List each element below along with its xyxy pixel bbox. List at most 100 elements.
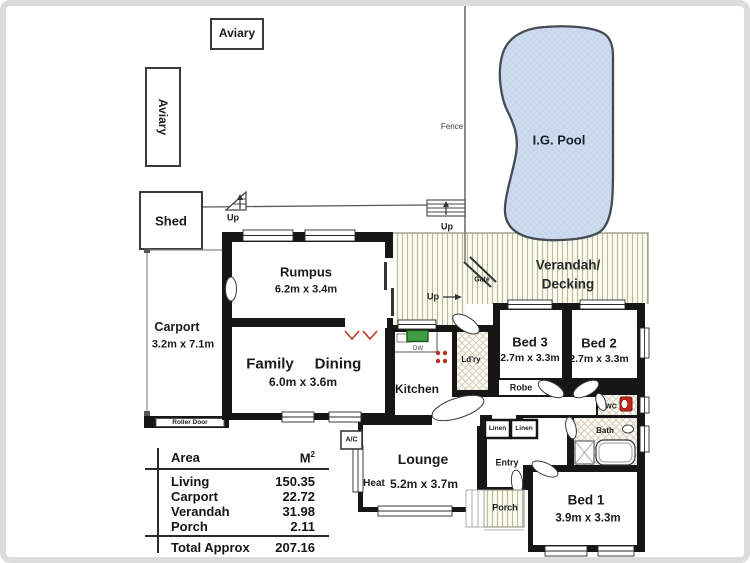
verandah-label-2: Decking	[541, 276, 595, 292]
roller-door-box	[155, 418, 225, 427]
robe-closet	[499, 380, 546, 395]
laundry-room	[457, 332, 488, 390]
hallway	[395, 397, 596, 415]
laundry-label: Ld'ry	[461, 355, 481, 364]
area-table-header: Area M2	[145, 450, 329, 465]
area-row-label: Living	[171, 474, 210, 489]
lounge-room	[363, 425, 477, 507]
linen-right-label: Linen	[515, 424, 533, 432]
area-table-header-name: Area	[171, 450, 200, 465]
area-row-value: 31.98	[282, 504, 315, 519]
bed3-dims: 2.7m x 3.3m	[500, 351, 560, 364]
bed2-label: Bed 2	[581, 335, 617, 351]
table-row: Porch 2.11	[145, 519, 329, 534]
family-dining-dims: 6.0m x 3.6m	[268, 375, 338, 389]
verandah-label-1: Verandah/	[535, 257, 601, 273]
rumpus-label: Rumpus	[280, 264, 332, 280]
area-row-label: Verandah	[171, 504, 230, 519]
entry-label: Entry	[495, 457, 519, 468]
rumpus-family-opening	[345, 318, 387, 328]
area-total-label: Total Approx	[171, 540, 250, 555]
area-table-vline	[157, 448, 159, 553]
up-arrow-icon	[237, 194, 243, 200]
aviary-side-label: Aviary	[156, 98, 170, 136]
up-shed-label: Up	[227, 212, 239, 223]
table-row: Living 150.35	[145, 474, 329, 489]
shed-box	[139, 191, 203, 250]
verandah-deck	[390, 233, 648, 304]
bath-fixtures	[574, 424, 636, 466]
heat-label: Heat	[363, 478, 385, 489]
aviary-top-box	[210, 18, 264, 50]
area-total-value: 207.16	[275, 540, 315, 555]
porch-label: Porch	[492, 502, 518, 513]
fence-label: Fence	[440, 122, 464, 131]
table-row: Verandah 31.98	[145, 504, 329, 519]
carport-label: Carport	[154, 319, 200, 334]
area-table-rule-top	[145, 468, 329, 470]
bed1-room	[533, 472, 637, 545]
up-deck-label: Up	[427, 291, 439, 302]
up-arrow-icon	[443, 201, 449, 207]
lounge-label: Lounge	[397, 451, 449, 467]
area-table: Area M2 Living 150.35 Carport 22.72 Vera…	[145, 444, 331, 556]
area-table-unit-sup: 2	[310, 450, 315, 459]
basin	[622, 424, 634, 434]
ramp-up-shed	[224, 190, 247, 211]
area-row-value: 150.35	[275, 474, 315, 489]
area-table-header-unit: M2	[299, 450, 315, 466]
rumpus-dims: 6.2m x 3.4m	[274, 283, 338, 296]
bathtub	[595, 439, 636, 466]
dw-label: DW	[413, 346, 423, 352]
bed2-room	[572, 310, 637, 378]
wc-label: WC	[605, 403, 617, 411]
kitchen-counter	[395, 329, 448, 364]
hall-opening	[492, 414, 516, 422]
family-dining-room	[232, 327, 385, 413]
aviary-top-label: Aviary	[218, 26, 256, 40]
kitchen-label: Kitchen	[394, 382, 440, 396]
pool-shape	[498, 25, 615, 242]
stove-hotplates	[435, 350, 448, 364]
linen-closet-right	[509, 418, 539, 440]
bed3-label: Bed 3	[512, 334, 548, 350]
dining-label: Dining	[314, 355, 362, 373]
bed1-dims: 3.9m x 3.3m	[555, 512, 621, 525]
red-chevrons	[344, 330, 378, 341]
sliding-door	[383, 258, 395, 318]
gate-lines	[463, 256, 497, 288]
right-arrow-icon	[455, 294, 462, 300]
linen-left-label: Linen	[488, 424, 507, 432]
roller-door-label: Roller Door	[172, 418, 208, 426]
porch-area	[465, 489, 525, 531]
family-label: Family	[246, 355, 294, 373]
bed2-dims: 2.7m x 3.3m	[569, 352, 629, 365]
bed1-label: Bed 1	[567, 492, 605, 508]
dishwasher	[406, 329, 429, 343]
ac-unit	[340, 430, 363, 450]
shed-label: Shed	[155, 213, 187, 229]
pool-label: I.G. Pool	[532, 132, 586, 148]
lounge-dims: 5.2m x 3.7m	[389, 477, 459, 491]
windows	[242, 229, 650, 557]
table-row: Carport 22.72	[145, 489, 329, 504]
area-table-total-row: Total Approx 207.16	[145, 540, 329, 555]
carport-dims: 3.2m x 7.1m	[151, 338, 215, 351]
carport-post	[144, 248, 150, 253]
area-row-value: 22.72	[282, 489, 315, 504]
area-row-label: Porch	[171, 519, 208, 534]
aviary-side-box	[145, 67, 181, 167]
gate-label: Gate	[474, 276, 490, 284]
door-swings	[225, 276, 607, 495]
carport-post	[144, 411, 150, 416]
up-deck-arrow	[443, 294, 462, 300]
bed3-room	[500, 310, 562, 378]
area-row-label: Carport	[171, 489, 218, 504]
toilet	[619, 396, 633, 412]
deck-outline	[390, 232, 649, 304]
robe-label: Robe	[509, 382, 533, 392]
area-row-value: 2.11	[290, 519, 315, 534]
area-table-rule-bottom	[145, 535, 329, 537]
